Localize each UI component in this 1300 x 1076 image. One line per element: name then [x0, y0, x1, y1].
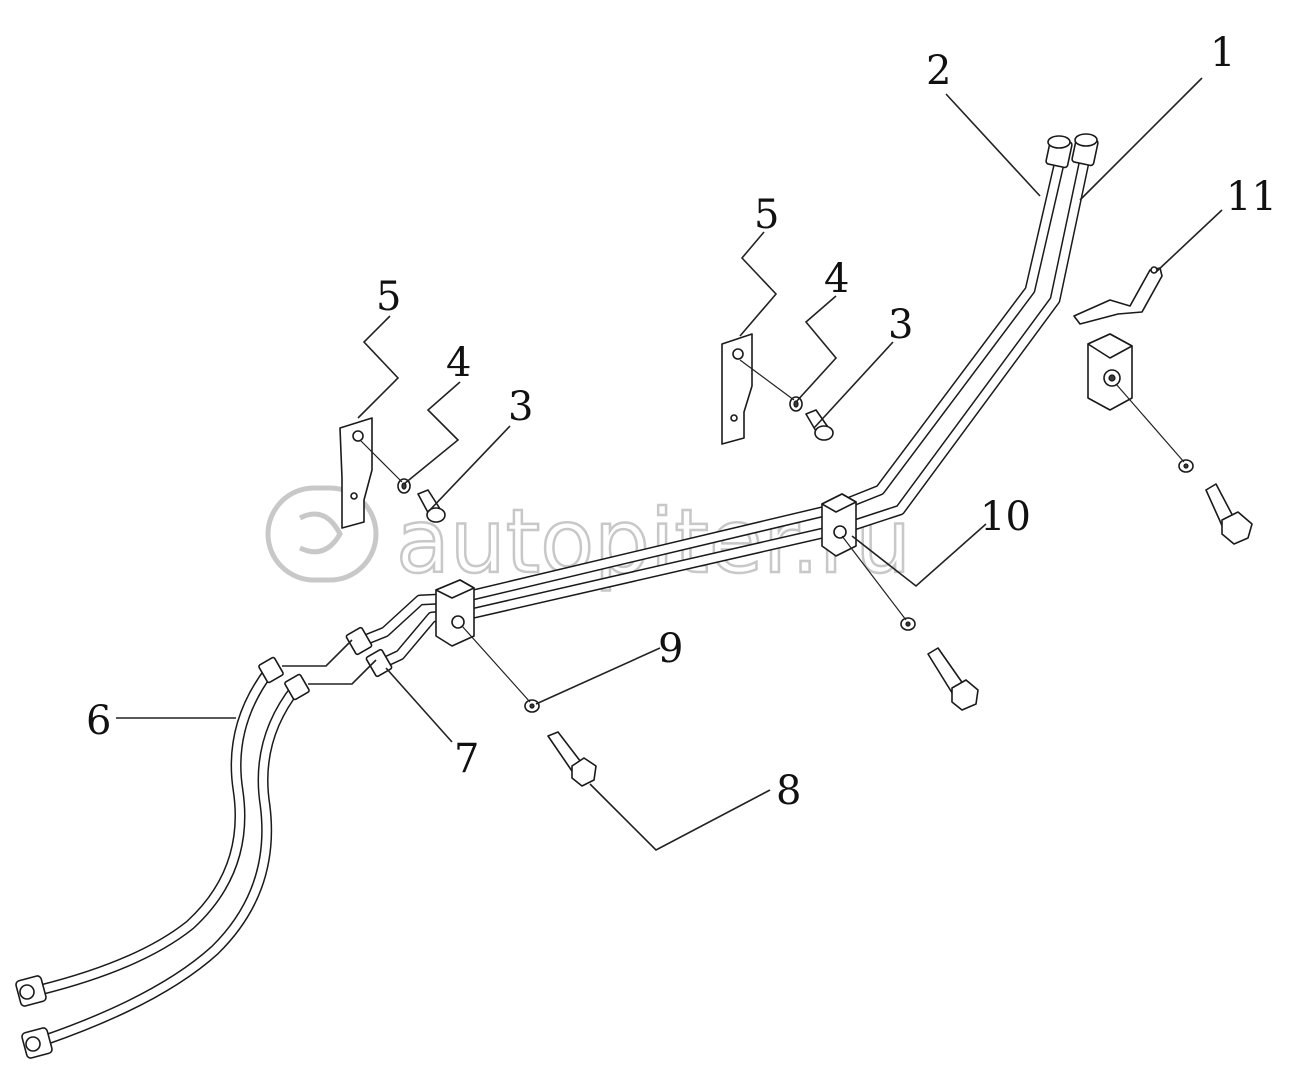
axis-loose-clamp — [1115, 383, 1185, 463]
axis-left-clamp — [461, 625, 531, 703]
bracket-5-middle — [721, 333, 753, 445]
tube-6a — [36, 666, 274, 994]
washer-10-hole — [905, 621, 911, 627]
clamp-loose-hole-core — [1108, 374, 1116, 382]
union-nut-7b — [365, 648, 393, 678]
axis-left-bracket — [359, 439, 403, 483]
union-nut-7a — [345, 626, 373, 656]
tube-1-top-fitting-face — [1074, 133, 1098, 147]
leader-2 — [945, 93, 1041, 197]
callout-3-middle: 3 — [888, 302, 913, 348]
leader-8 — [589, 783, 771, 851]
leader-7-bottom — [308, 659, 377, 685]
axis-middle-clamp — [841, 535, 907, 621]
bolt-3-left-head — [426, 507, 446, 523]
tube-2-top-fitting-face — [1047, 135, 1071, 149]
tube-6b — [41, 684, 300, 1044]
leader-1 — [1079, 77, 1203, 201]
leader-5-middle — [739, 231, 778, 337]
end-nut-6b-bore — [25, 1036, 41, 1052]
leader-4-left — [403, 381, 461, 485]
callout-5-left: 5 — [376, 274, 401, 320]
washer-9-hole — [529, 703, 535, 709]
leader-11 — [1155, 209, 1223, 273]
fittings — [15, 133, 1099, 1059]
bracket-5-middle-hole-bottom — [730, 414, 738, 422]
tube-1 — [381, 154, 1089, 666]
clamp-loose-top — [1087, 333, 1133, 359]
brackets — [339, 266, 1163, 529]
leader-10 — [851, 523, 987, 588]
end-nut-6a-bore — [19, 984, 35, 1000]
callout-9: 9 — [658, 626, 683, 672]
leader-9 — [535, 647, 661, 705]
fasteners — [397, 396, 1253, 787]
leader-4-middle — [795, 295, 838, 403]
leader-5-left — [357, 315, 400, 419]
washer-right-hole — [1183, 463, 1189, 469]
clamp-left-top — [435, 579, 475, 599]
callout-7: 7 — [454, 736, 479, 782]
callout-11: 11 — [1226, 174, 1277, 220]
watermark-logo-icon — [265, 485, 379, 583]
bracket-5-left-hole-top — [352, 430, 364, 442]
callout-8: 8 — [776, 768, 801, 814]
bolt-10-head — [951, 679, 979, 711]
bracket-5-left — [339, 417, 373, 529]
callout-5-middle: 5 — [754, 192, 779, 238]
strap-11 — [1073, 267, 1163, 325]
leader-7-top — [282, 639, 353, 667]
callout-numbers: 1 2 3 3 4 4 5 5 5 6 7 8 9 10 11 — [86, 30, 1277, 814]
assembly-axes — [359, 359, 1185, 703]
leader-3-middle — [813, 341, 894, 429]
clamps — [435, 333, 1133, 647]
leader-lines — [116, 77, 1223, 851]
bolt-8-head — [571, 757, 597, 787]
axis-middle-bracket — [739, 359, 795, 401]
clamp-left-hole — [451, 615, 465, 629]
clamp-middle-top — [821, 493, 857, 513]
callout-6: 6 — [86, 698, 111, 744]
leader-3-left — [427, 425, 511, 513]
tube-2 — [361, 156, 1064, 644]
bolt-3-middle-head — [814, 425, 834, 441]
callout-4-middle: 4 — [824, 256, 849, 302]
leader-7 — [385, 667, 453, 743]
bracket-5-left-hole-bottom — [350, 492, 358, 500]
bracket-5-middle-hole-top — [732, 348, 744, 360]
union-nut-6a — [258, 656, 284, 684]
callout-3-left: 3 — [508, 384, 533, 430]
clamp-middle-hole — [833, 525, 847, 539]
tube-assembly — [34, 152, 1091, 1046]
watermark-logo-arrow-icon — [298, 511, 343, 555]
bolt-right-head — [1221, 511, 1253, 545]
callout-2: 2 — [926, 48, 951, 94]
callout-10: 10 — [980, 494, 1031, 540]
callout-1: 1 — [1210, 30, 1235, 76]
union-nut-6b — [284, 673, 310, 701]
callout-4-left: 4 — [446, 340, 471, 386]
